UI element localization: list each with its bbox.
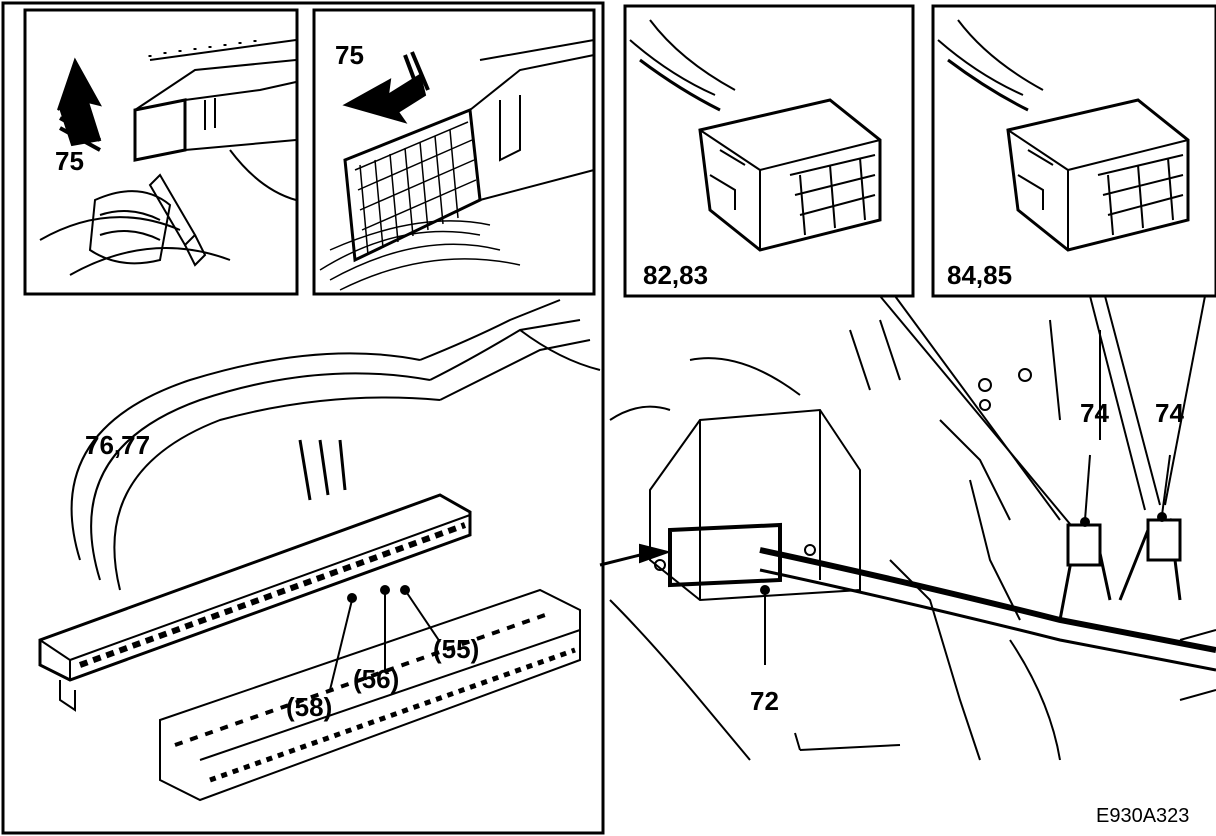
inset-c-frame xyxy=(623,4,915,298)
inset-a-ref-label: 75 xyxy=(55,146,84,176)
inset-b-ref-label: 75 xyxy=(335,40,364,70)
inset-c-ref-label: 82,83 xyxy=(643,260,709,290)
main-left-connector-drawing xyxy=(38,299,601,802)
inset-d-connector-drawing xyxy=(937,19,1190,252)
pin-55-label: (55) xyxy=(433,634,480,664)
inset-c-connector-drawing xyxy=(629,19,882,252)
inset-a-connector-drawing xyxy=(39,39,297,276)
connector-74-left-label: 74 xyxy=(1080,398,1109,428)
right-scene-drawing xyxy=(599,295,1216,761)
left-panel-frame xyxy=(1,1,605,835)
main-left-ref-label: 76,77 xyxy=(85,430,151,460)
inset-b-frame xyxy=(312,8,596,296)
inset-d-ref-label: 84,85 xyxy=(947,260,1013,290)
ecu-72-label: 72 xyxy=(750,686,779,716)
connector-74-right-label: 74 xyxy=(1155,398,1184,428)
pin-58-label: (58) xyxy=(286,692,333,722)
pin-56-label: (56) xyxy=(353,664,400,694)
inset-a-frame xyxy=(23,8,299,296)
inset-d-frame xyxy=(931,4,1216,298)
figure-code: E930A323 xyxy=(1096,805,1190,827)
inset-b-connector-drawing xyxy=(319,39,595,291)
